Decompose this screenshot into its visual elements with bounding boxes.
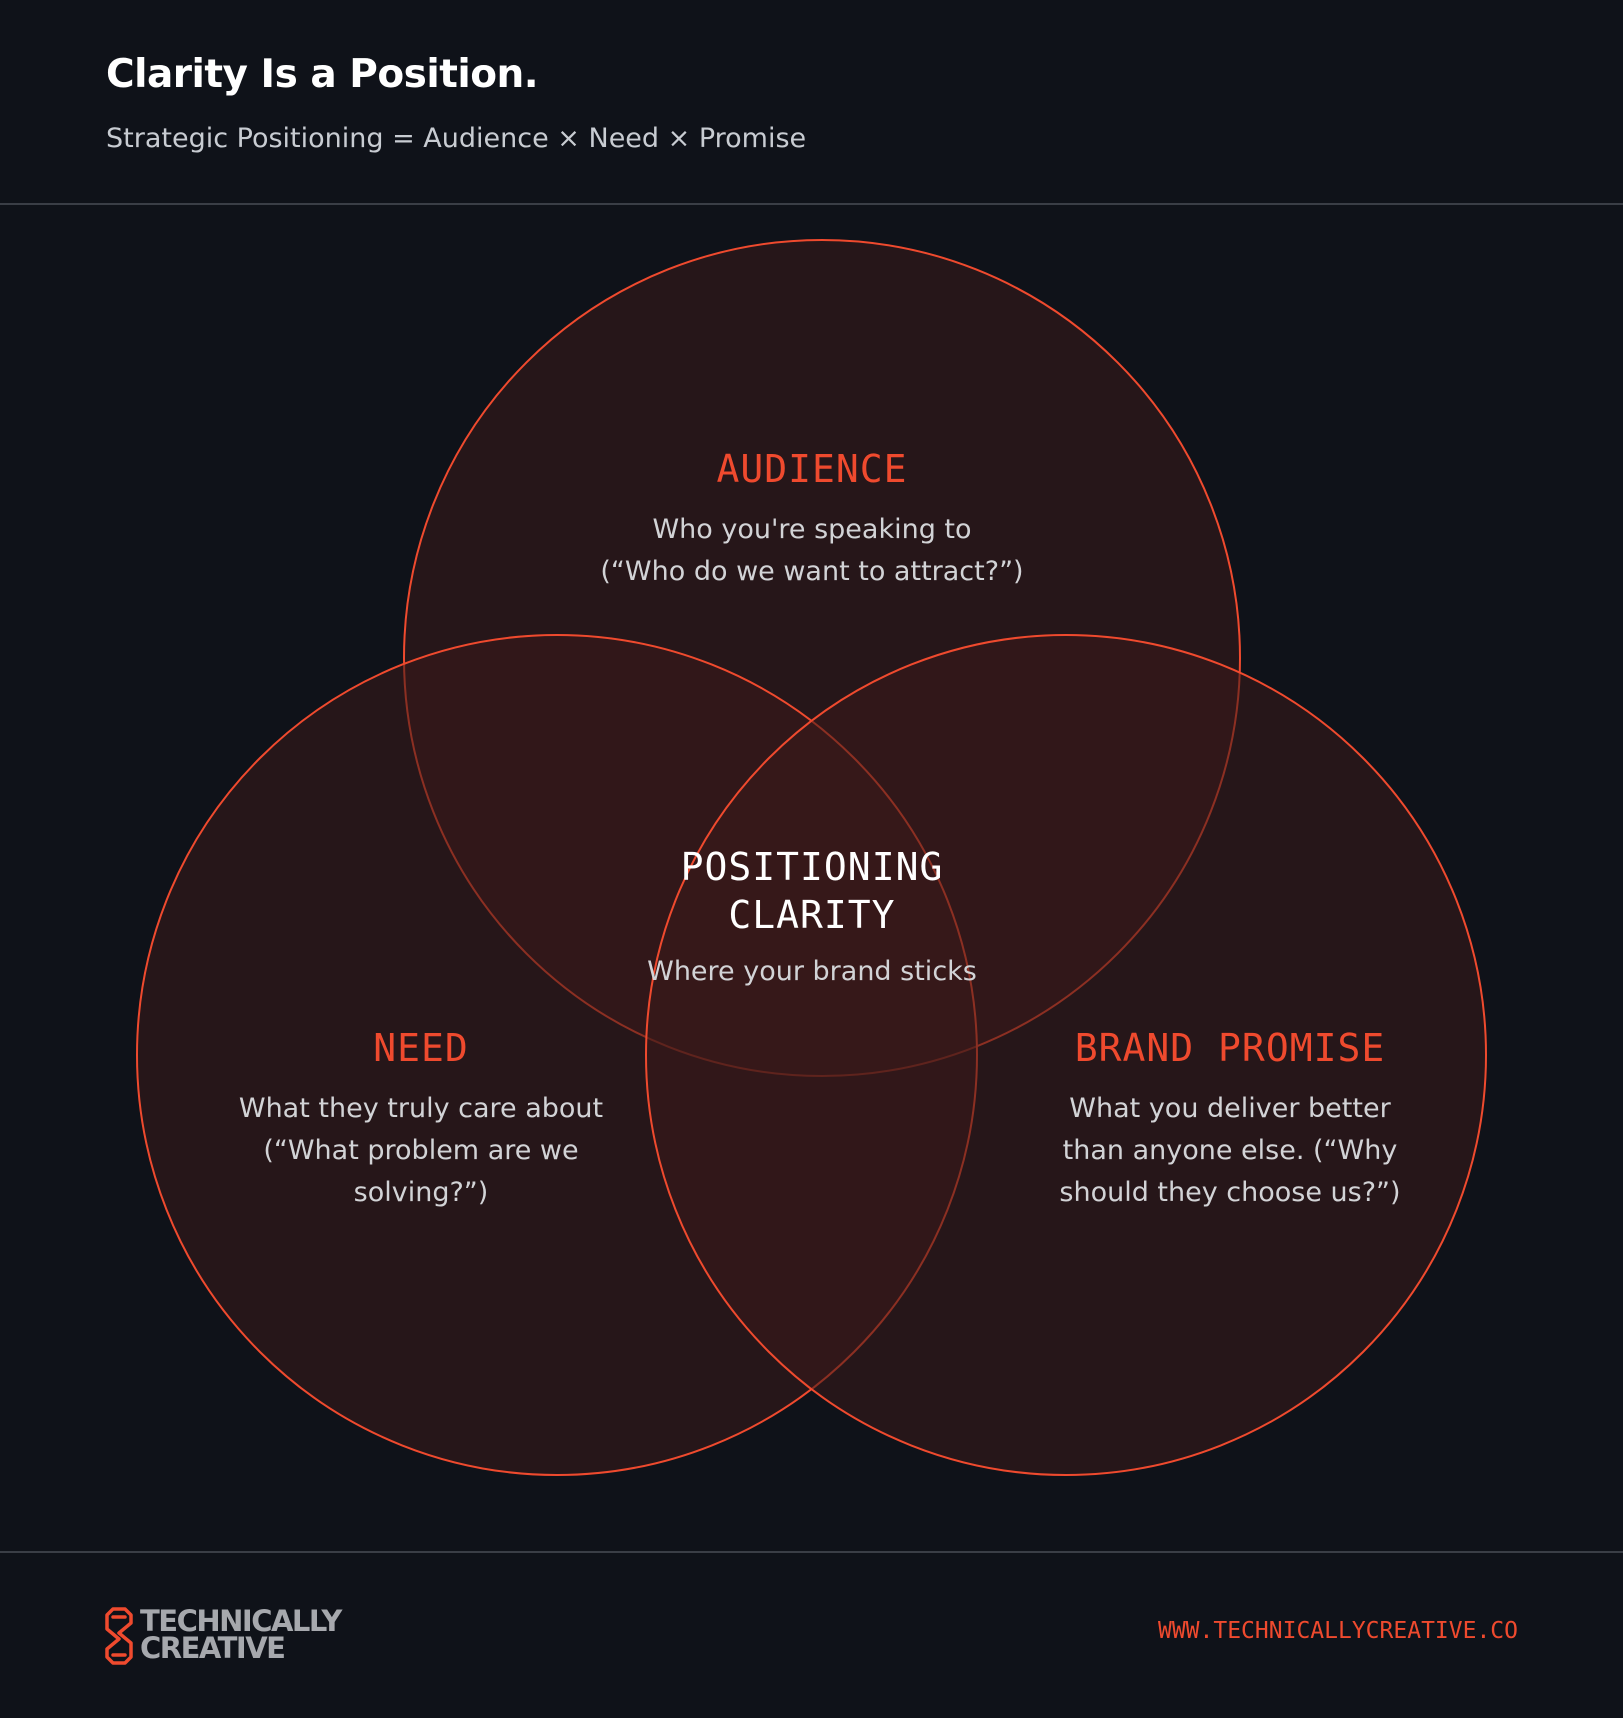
promise-description-line: What you deliver better — [1069, 1093, 1391, 1124]
brand-logo: TECHNICALLY CREATIVE — [104, 1607, 374, 1667]
promise-label: BRAND PROMISE — [1075, 1026, 1385, 1070]
promise-description: What you deliver better than anyone else… — [1020, 1088, 1440, 1214]
center-heading-line: POSITIONING — [680, 845, 944, 889]
center-description: Where your brand sticks — [647, 956, 977, 987]
need-description-line: solving?”) — [353, 1177, 489, 1208]
logo-wordmark-line: CREATIVE — [140, 1631, 286, 1665]
header-divider — [0, 203, 1623, 205]
center-heading-line: CLARITY — [728, 893, 896, 937]
promise-description-line: than anyone else. (“Why — [1062, 1135, 1398, 1166]
need-description-line: What they truly care about — [238, 1093, 604, 1124]
technically-creative-logo-icon — [105, 1607, 133, 1665]
audience-description-line: Who you're speaking to — [652, 514, 972, 545]
need-description: What they truly care about (“What proble… — [211, 1088, 631, 1214]
need-heading: NEED — [373, 1026, 469, 1070]
need-description-line: (“What problem are we — [263, 1135, 579, 1166]
logo-wordmark: TECHNICALLY CREATIVE — [140, 1604, 342, 1665]
audience-label: AUDIENCE — [716, 447, 907, 491]
audience-description: Who you're speaking to (“Who do we want … — [552, 509, 1072, 593]
logo-wordmark-line: TECHNICALLY — [140, 1604, 342, 1638]
audience-description-line: (“Who do we want to attract?”) — [600, 556, 1024, 587]
page-title: Clarity Is a Position. — [106, 52, 539, 97]
need-label: NEED — [373, 1026, 469, 1070]
center-heading: POSITIONING CLARITY — [681, 843, 944, 939]
promise-description-line: should they choose us?”) — [1059, 1177, 1401, 1208]
promise-heading: BRAND PROMISE — [1074, 1026, 1386, 1070]
audience-heading: AUDIENCE — [716, 447, 908, 491]
promise-circle — [645, 634, 1487, 1476]
page-subtitle: Strategic Positioning = Audience × Need … — [106, 123, 807, 154]
website-url[interactable]: WWW.TECHNICALLYCREATIVE.CO — [1157, 1618, 1518, 1644]
footer-divider — [0, 1551, 1623, 1553]
